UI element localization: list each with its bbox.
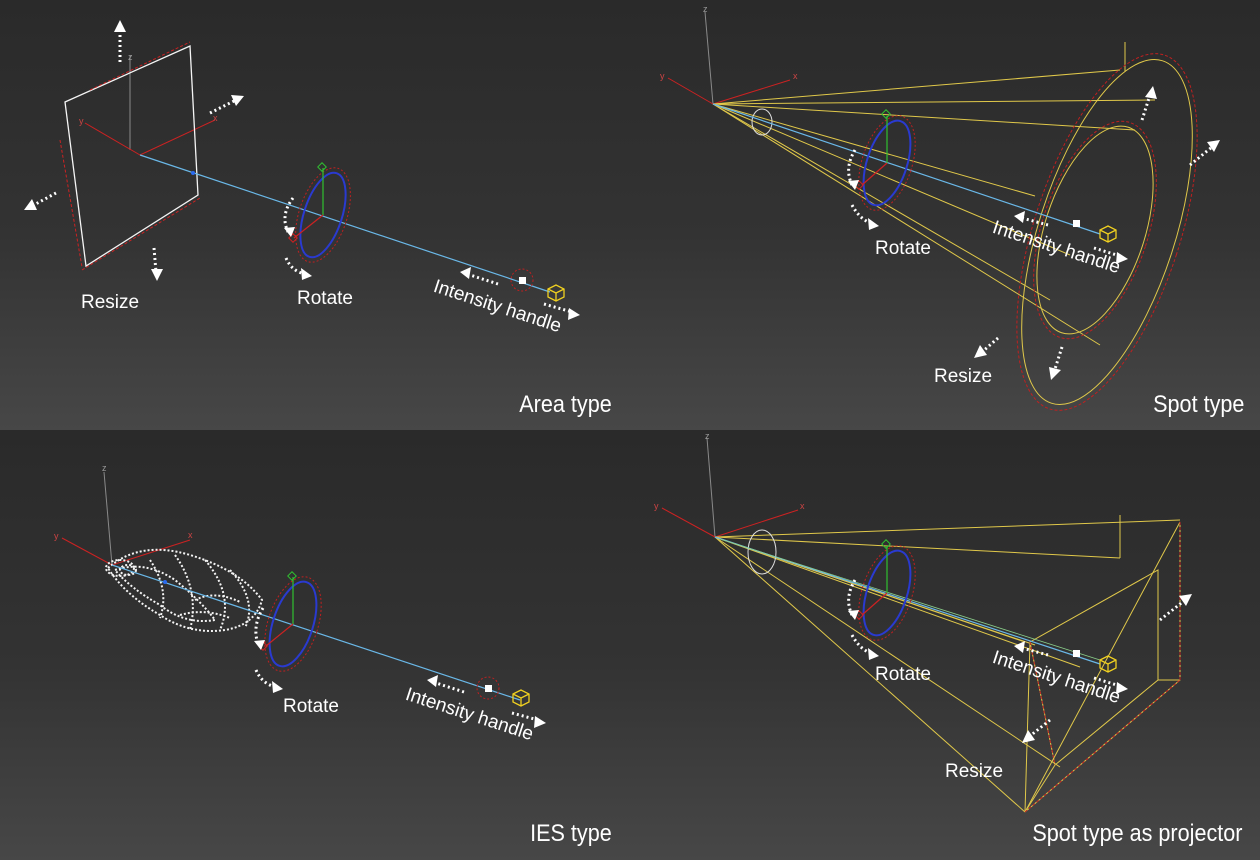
intensity-handle-icon[interactable] <box>1073 650 1080 657</box>
axis-gizmo <box>667 11 791 105</box>
spot-type-diagram <box>667 11 1220 411</box>
rotate-label: Rotate <box>297 288 353 309</box>
axis-label-y: y <box>54 531 59 541</box>
spot-cone <box>712 42 1198 411</box>
axis-gizmo <box>61 471 191 566</box>
area-light-panel[interactable] <box>59 41 201 271</box>
axis-label-y: y <box>79 116 84 126</box>
area-type-diagram <box>24 20 580 320</box>
axis-label-y: y <box>660 71 665 81</box>
axis-label-z: z <box>102 463 107 473</box>
ies-web-icon <box>105 548 264 632</box>
axis-label-z: z <box>128 52 133 62</box>
rotate-ring-icon[interactable] <box>285 161 361 269</box>
axis-label-x: x <box>188 530 193 540</box>
panel-spot-type: z y x Rotate Intensity handle Resize Spo… <box>630 0 1260 430</box>
intensity-handle-icon[interactable] <box>1073 220 1080 227</box>
intensity-handle-icon[interactable] <box>510 268 534 292</box>
panel-ies-type: z y x Rotate Intensity handle IES type <box>0 430 630 860</box>
rotate-ring-icon[interactable] <box>848 539 926 648</box>
rotate-label: Rotate <box>875 664 931 685</box>
intensity-handle-icon[interactable] <box>476 676 500 700</box>
axis-label-x: x <box>793 71 798 81</box>
axis-gizmo <box>84 55 216 156</box>
panel-title-spot: Spot type <box>1152 391 1244 418</box>
projector-frustum <box>714 515 1181 813</box>
handle-cube-icon[interactable] <box>512 689 530 707</box>
axis-label-y: y <box>654 501 659 511</box>
handle-cube-icon[interactable] <box>547 284 565 302</box>
rotate-label: Rotate <box>875 238 931 259</box>
rotate-ring-icon[interactable] <box>254 570 332 679</box>
arrow-heads <box>848 86 1220 380</box>
arrow-heads <box>24 20 580 320</box>
axis-label-z: z <box>703 4 708 14</box>
panel-title-projector: Spot type as projector <box>1031 820 1242 847</box>
resize-label: Resize <box>81 292 140 313</box>
panel-area-type: z y x Resize Rotate Intensity handle Are… <box>0 0 630 430</box>
panel-spot-projector: z y x Rotate Intensity handle Resize Spo… <box>630 430 1260 860</box>
resize-label: Resize <box>945 761 1004 782</box>
handle-cube-icon[interactable] <box>1099 225 1117 243</box>
arrow-icon <box>31 28 573 314</box>
handle-cube-icon[interactable] <box>1099 655 1117 673</box>
ies-type-diagram <box>61 471 546 728</box>
arrow-heads <box>254 640 546 728</box>
projector-diagram <box>661 437 1192 813</box>
panel-title-ies: IES type <box>530 820 612 847</box>
panel-title-area: Area type <box>519 391 612 418</box>
rotate-label: Rotate <box>283 696 339 717</box>
arrow-heads <box>848 594 1192 743</box>
resize-label: Resize <box>934 366 993 387</box>
axis-label-x: x <box>213 113 218 123</box>
rotate-ring-icon[interactable] <box>848 109 926 218</box>
axis-label-z: z <box>705 431 710 441</box>
axis-label-x: x <box>800 501 805 511</box>
axis-gizmo <box>661 437 799 538</box>
